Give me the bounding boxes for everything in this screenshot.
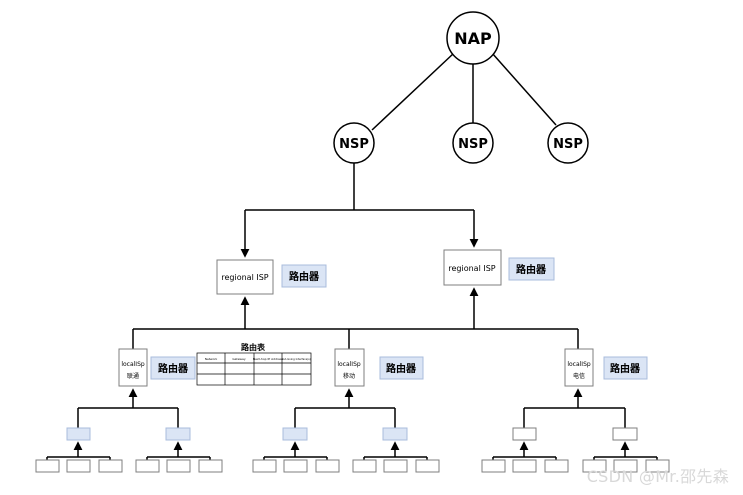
host-box <box>544 459 569 473</box>
host-box <box>481 459 506 473</box>
routing-table-header-network: Network <box>205 357 218 361</box>
nsp-regional-connectors <box>240 163 479 258</box>
host-box <box>135 459 160 473</box>
local-isp-mid-sub: 移动 <box>343 372 355 380</box>
routing-table-header-interface: Out-Going Interface(s) <box>281 357 310 361</box>
local-isp-mid-name: localISp <box>337 361 361 368</box>
sub-router-left-b <box>165 427 191 441</box>
regional-isp-right-label: regional ISP <box>448 264 495 273</box>
local-tier-connectors <box>132 287 579 349</box>
sub-router-left-a <box>66 427 91 441</box>
router-tag-local-left-label: 路由器 <box>158 362 189 375</box>
regional-isp-left: regional ISP <box>216 259 274 295</box>
nap-connectors <box>371 52 557 131</box>
nap-label: NAP <box>454 29 492 48</box>
host-box <box>166 459 191 473</box>
sub-router-right-b <box>612 427 638 441</box>
routing-table-title: 路由表 <box>241 342 266 352</box>
host-box <box>415 459 440 473</box>
sub-routers <box>66 427 638 441</box>
nsp-label-left: NSP <box>339 137 369 152</box>
router-tag-local-mid: 路由器 <box>379 356 424 380</box>
router-tag-regional-left-label: 路由器 <box>289 270 320 283</box>
nsp-node-mid: NSP <box>452 122 494 164</box>
local-isp-left: localISp 联通 <box>118 348 148 387</box>
router-tag-local-right: 路由器 <box>603 356 648 380</box>
watermark: CSDN @Mr.邵先森 <box>586 467 729 486</box>
nap-node: NAP <box>446 11 500 65</box>
local-isp-right-sub: 电信 <box>573 372 585 380</box>
regional-isp-left-label: regional ISP <box>221 273 268 282</box>
local-isp-mid: localISp 移动 <box>334 348 365 387</box>
host-box <box>352 459 377 473</box>
nsp-node-right: NSP <box>547 122 589 164</box>
routing-table-header-gateway: Gateway <box>232 357 245 361</box>
routing-table: 路由表 Network Gateway Next-hop IP Address … <box>196 342 312 386</box>
host-box <box>283 459 308 473</box>
host-box <box>98 459 123 473</box>
router-tag-regional-right-label: 路由器 <box>516 263 547 276</box>
host-box <box>35 459 60 473</box>
subnet-connectors <box>77 388 626 428</box>
host-connectors <box>46 441 658 460</box>
local-isp-left-name: localISp <box>121 361 145 368</box>
router-tag-local-mid-label: 路由器 <box>386 362 417 375</box>
nsp-label-right: NSP <box>553 137 583 152</box>
router-tag-regional-left: 路由器 <box>281 264 327 288</box>
routing-table-header-next-hop: Next-hop IP Address <box>253 357 284 361</box>
host-box <box>582 459 607 473</box>
local-isp-right-name: localISp <box>567 361 591 368</box>
host-box <box>315 459 340 473</box>
local-isp-right: localISp 电信 <box>564 348 594 387</box>
sub-router-mid-b <box>382 427 408 441</box>
sub-router-right-a <box>512 427 537 441</box>
router-tag-local-right-label: 路由器 <box>610 362 641 375</box>
nsp-node-left: NSP <box>333 122 375 164</box>
host-box <box>198 459 223 473</box>
host-box <box>645 459 670 473</box>
host-box <box>252 459 277 473</box>
local-isp-left-sub: 联通 <box>127 372 139 380</box>
host-box <box>512 459 537 473</box>
hosts <box>35 459 670 473</box>
router-tag-local-left: 路由器 <box>150 356 196 380</box>
regional-isp-right: regional ISP <box>443 249 502 286</box>
router-tag-regional-right: 路由器 <box>508 257 555 281</box>
sub-router-mid-a <box>282 427 308 441</box>
host-box <box>613 459 638 473</box>
host-box <box>383 459 408 473</box>
nsp-label-mid: NSP <box>458 137 488 152</box>
host-box <box>66 459 91 473</box>
